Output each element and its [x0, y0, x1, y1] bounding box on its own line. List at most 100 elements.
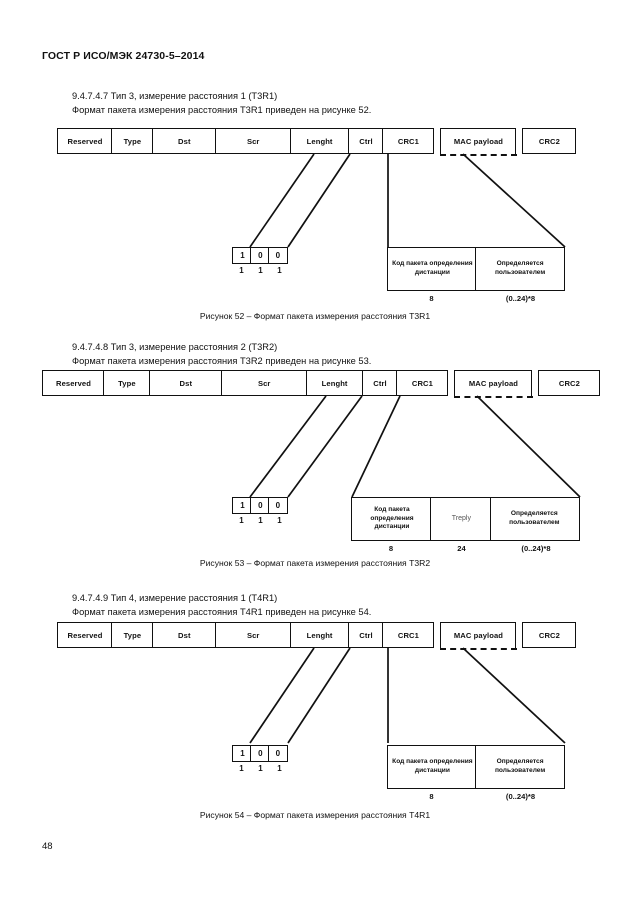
bit-box-t3r2: 1 0 0: [232, 497, 288, 514]
field-cell-ctrl: Ctrl: [348, 128, 385, 154]
payload-size-userdefined: (0..24)*8: [521, 544, 551, 553]
payload-cell-userdefined: Определяется пользователем: [489, 498, 578, 540]
bit-label-2: 1: [277, 266, 282, 275]
payload-size-userdefined: (0..24)*8: [505, 294, 536, 303]
field-cell-scr: Scr: [215, 622, 292, 648]
field-row-t3r1: Reserved Type Dst Scr Lenght Ctrl CRC1 M…: [57, 128, 577, 156]
payload-size-treply: 24: [457, 544, 466, 553]
payload-size-rangecode: 8: [388, 544, 394, 553]
field-cell-ctrl: Ctrl: [348, 622, 385, 648]
bit-cell-2: 0: [267, 248, 287, 263]
leader-mac-right: [462, 153, 566, 248]
bit-label-0: 1: [239, 266, 244, 275]
bit-labels-t3r2: 1 1 1: [232, 516, 289, 525]
standard-header: ГОСТ Р ИСО/МЭК 24730-5–2014: [42, 50, 205, 62]
bit-label-1: 1: [258, 266, 263, 275]
section-heading-t3r1: 9.4.7.4.7 Тип 3, измерение расстояния 1 …: [72, 90, 371, 117]
field-cell-crc1: CRC1: [396, 370, 449, 396]
field-cell-type: Type: [103, 370, 151, 396]
section-title-t4r1: 9.4.7.4.9 Тип 4, измерение расстояния 1 …: [72, 593, 278, 603]
leader-ctrl-left: [249, 395, 327, 498]
leader-ctrl-right: [287, 153, 351, 248]
bit-cell-1: 0: [250, 248, 269, 263]
field-cell-reserved: Reserved: [42, 370, 105, 396]
leader-ctrl-right: [287, 395, 363, 498]
payload-cell-rangecode: Код пакета определения дистанции: [392, 260, 473, 276]
figure-caption-53: Рисунок 53 – Формат пакета измерения рас…: [199, 558, 431, 568]
bit-label-1: 1: [258, 764, 263, 773]
field-cell-scr: Scr: [215, 128, 292, 154]
figure-caption-52: Рисунок 52 – Формат пакета измерения рас…: [199, 311, 431, 321]
payload-cell-treply: Treply: [430, 498, 491, 540]
bit-cell-2: 0: [267, 498, 287, 513]
bit-cell-0: 1: [240, 749, 245, 758]
field-cell-type: Type: [111, 622, 154, 648]
leader-mac-left: [351, 395, 401, 498]
field-cell-dst: Dst: [148, 370, 223, 396]
field-cell-scr: Scr: [221, 370, 308, 396]
leader-mac-right: [476, 395, 581, 498]
section-heading-t4r1: 9.4.7.4.9 Тип 4, измерение расстояния 1 …: [72, 592, 371, 619]
payload-detail-box-t3r1: Код пакета определения дистанции Определ…: [387, 247, 565, 291]
payload-detail-box-t3r2: Код пакета определения дистанции Treply …: [351, 497, 580, 541]
payload-detail-box-t4r1: Код пакета определения дистанции Определ…: [387, 745, 565, 789]
bit-cell-0: 1: [240, 251, 245, 260]
section-title-t3r1: 9.4.7.4.7 Тип 3, измерение расстояния 1 …: [72, 91, 278, 101]
leader-ctrl-left: [249, 153, 315, 248]
field-cell-crc1: CRC1: [382, 128, 435, 154]
field-cell-lenght: Lenght: [289, 622, 350, 648]
field-cell-type: Type: [111, 128, 154, 154]
bit-label-2: 1: [277, 516, 282, 525]
bit-cell-1: 0: [250, 746, 269, 761]
field-cell-mac-payload: MAC payload: [439, 128, 518, 156]
leader-ctrl-right: [287, 647, 351, 744]
bit-cell-1: 0: [250, 498, 269, 513]
field-cell-reserved: Reserved: [57, 128, 113, 154]
leader-lines-t4r1: [249, 647, 566, 744]
field-cell-reserved: Reserved: [57, 622, 113, 648]
bit-labels-t3r1: 1 1 1: [232, 266, 289, 275]
payload-size-userdefined: (0..24)*8: [505, 792, 536, 801]
figure-caption-54: Рисунок 54 – Формат пакета измерения рас…: [199, 810, 431, 820]
leader-lines-t3r1: [249, 153, 566, 248]
payload-cell-rangecode: Код пакета определения дистанции: [370, 506, 414, 531]
payload-cell-rangecode: Код пакета определения дистанции: [392, 758, 473, 774]
payload-size-labels-t3r2: 8 24 (0..24)*8: [351, 544, 580, 553]
field-cell-crc1: CRC1: [382, 622, 435, 648]
section-intro-t3r1: Формат пакета измерения расстояния T3R1 …: [72, 104, 372, 115]
payload-cell-userdefined: Определяется пользователем: [475, 248, 564, 290]
field-cell-dst: Dst: [151, 128, 217, 154]
section-intro-t3r2: Формат пакета измерения расстояния T3R2 …: [72, 355, 372, 366]
field-cell-mac-payload: MAC payload: [439, 622, 518, 650]
bit-cell-0: 1: [240, 501, 245, 510]
payload-size-rangecode: 8: [429, 792, 434, 801]
leader-ctrl-left: [249, 647, 315, 744]
bit-labels-t4r1: 1 1 1: [232, 764, 289, 773]
leader-lines-t3r2: [249, 395, 581, 498]
field-cell-lenght: Lenght: [289, 128, 350, 154]
bit-box-t3r1: 1 0 0: [232, 247, 288, 264]
bit-label-0: 1: [239, 764, 244, 773]
field-cell-mac-payload: MAC payload: [453, 370, 534, 398]
field-cell-dst: Dst: [151, 622, 217, 648]
payload-size-labels-t3r1: 8 (0..24)*8: [387, 294, 565, 303]
bit-label-2: 1: [277, 764, 282, 773]
page-number: 48: [42, 841, 53, 852]
section-heading-t3r2: 9.4.7.4.8 Тип 3, измерение расстояния 2 …: [72, 341, 371, 368]
field-cell-crc2: CRC2: [522, 622, 577, 648]
field-cell-crc2: CRC2: [522, 128, 577, 154]
bit-box-t4r1: 1 0 0: [232, 745, 288, 762]
field-row-t4r1: Reserved Type Dst Scr Lenght Ctrl CRC1 M…: [57, 622, 577, 650]
field-row-t3r2: Reserved Type Dst Scr Lenght Ctrl CRC1 M…: [42, 370, 601, 398]
section-title-t3r2: 9.4.7.4.8 Тип 3, измерение расстояния 2 …: [72, 342, 278, 352]
payload-size-labels-t4r1: 8 (0..24)*8: [387, 792, 565, 801]
bit-label-1: 1: [258, 516, 263, 525]
payload-cell-userdefined: Определяется пользователем: [475, 746, 564, 788]
field-cell-ctrl: Ctrl: [362, 370, 399, 396]
section-intro-t4r1: Формат пакета измерения расстояния T4R1 …: [72, 606, 372, 617]
payload-size-rangecode: 8: [429, 294, 434, 303]
leader-mac-right: [462, 647, 566, 744]
bit-cell-2: 0: [267, 746, 287, 761]
bit-label-0: 1: [239, 516, 244, 525]
